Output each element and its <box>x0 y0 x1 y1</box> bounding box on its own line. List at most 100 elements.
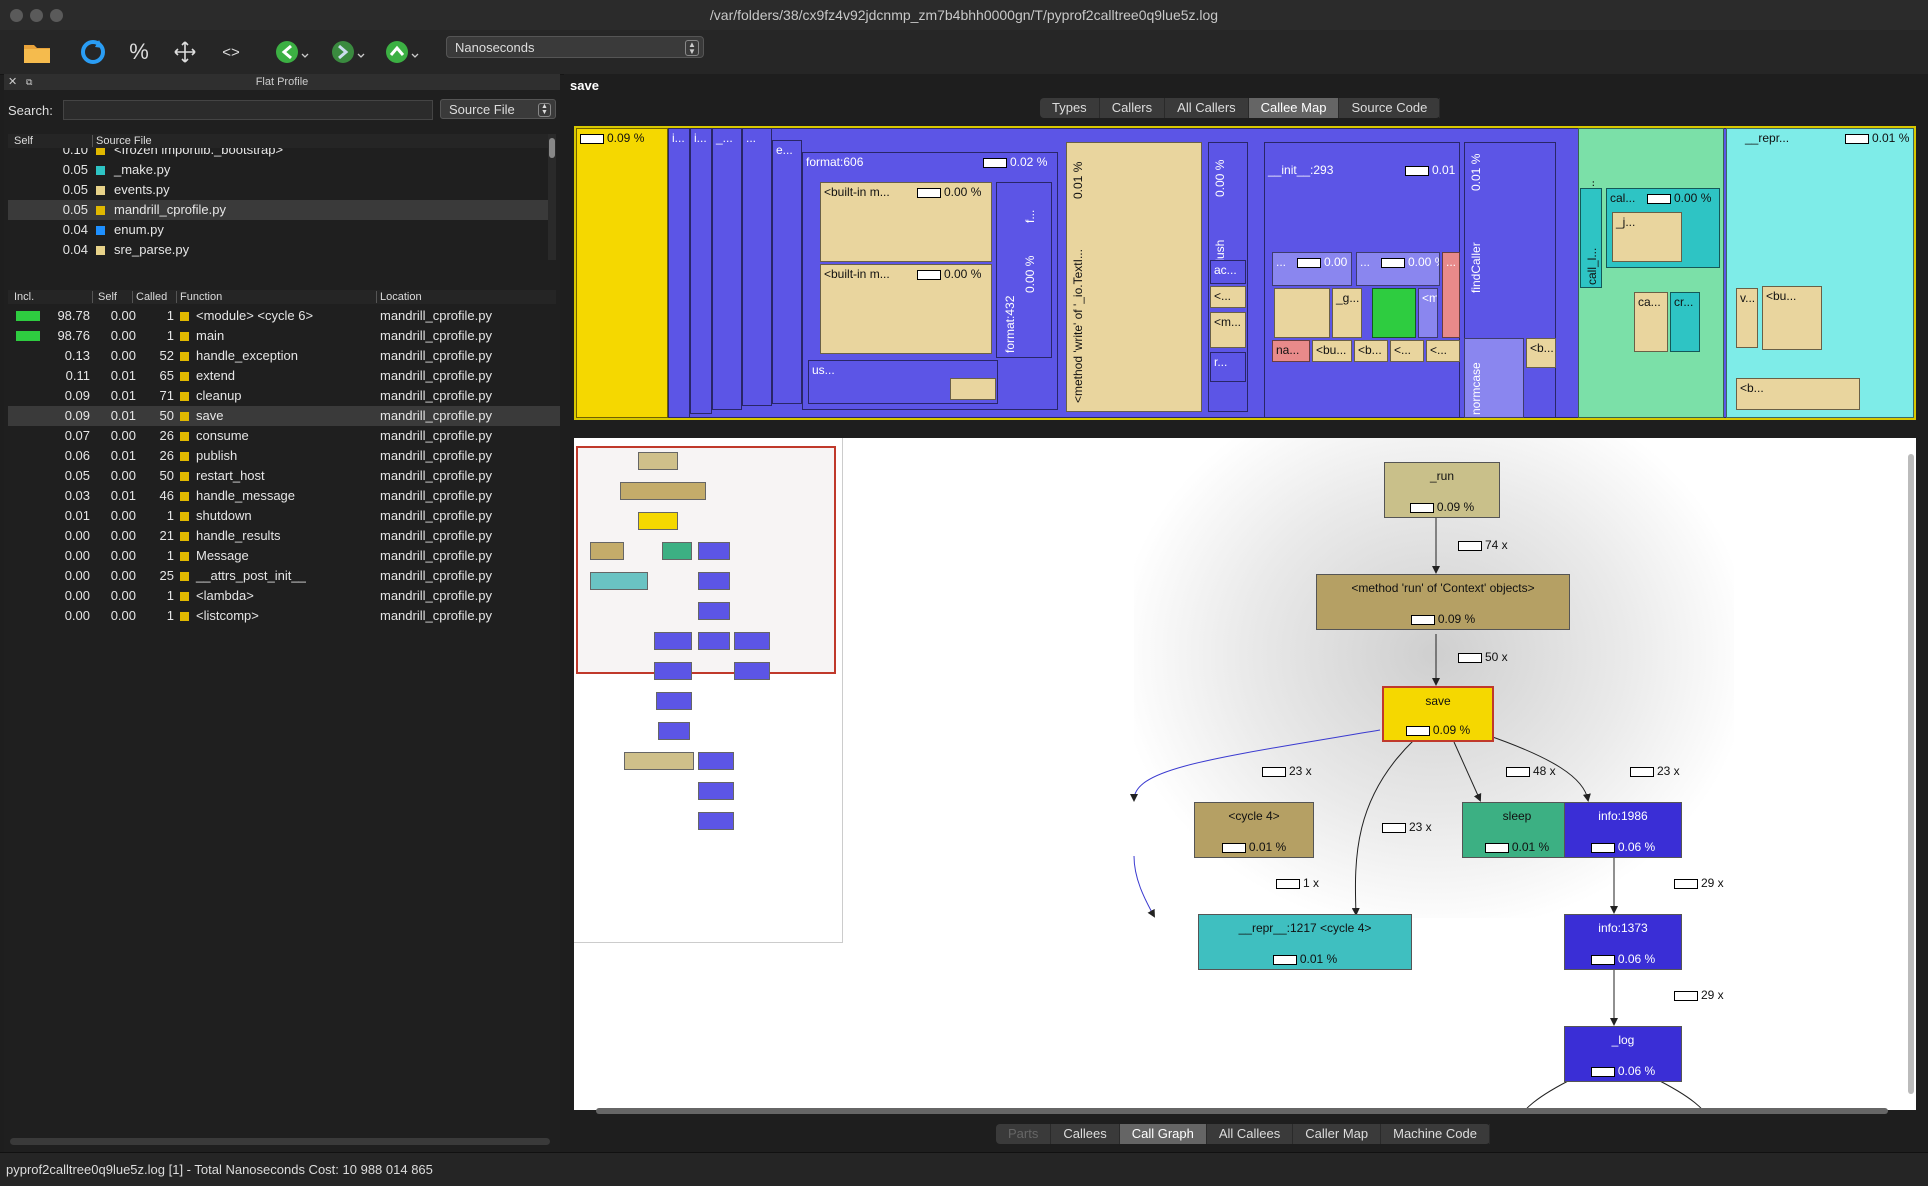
graph-node-log[interactable]: _log 0.06 % <box>1564 1026 1682 1082</box>
treemap-item[interactable]: <m... <box>1210 312 1246 348</box>
tab-types[interactable]: Types <box>1040 98 1100 118</box>
callee-map[interactable]: 0.09 % i... i... _... ... e... format:60… <box>574 126 1916 420</box>
open-folder-icon[interactable] <box>20 36 54 68</box>
relative-percent-toggle[interactable]: % <box>129 39 149 64</box>
treemap-builtin-1[interactable]: <built-in m... 0.00 % <box>820 182 992 262</box>
tab-callers[interactable]: Callers <box>1100 98 1166 118</box>
function-header[interactable]: Function <box>180 291 223 303</box>
group-self-header[interactable]: Self <box>14 135 33 147</box>
treemap-item[interactable]: <... <box>1210 286 1246 308</box>
graph-node-run[interactable]: _run 0.09 % <box>1384 462 1500 518</box>
group-list-scrollbar[interactable] <box>548 134 556 260</box>
reload-icon[interactable] <box>76 36 110 68</box>
forward-arrow-icon[interactable] <box>330 36 366 68</box>
call-graph-hscrollbar[interactable] <box>596 1108 1888 1114</box>
float-dock-icon[interactable]: ⧉ <box>26 77 33 87</box>
graph-node-info1373[interactable]: info:1373 0.06 % <box>1564 914 1682 970</box>
treemap-item[interactable]: ca... <box>1634 292 1668 352</box>
zoom-window-button[interactable] <box>50 9 63 22</box>
graph-node-sleep[interactable]: sleep 0.01 % <box>1462 802 1572 858</box>
back-arrow-icon[interactable] <box>274 36 310 68</box>
graph-node-save[interactable]: save 0.09 % <box>1382 686 1494 742</box>
group-by-select[interactable]: Source File ▲▼ <box>440 99 556 119</box>
graph-node-context-run[interactable]: <method 'run' of 'Context' objects> 0.09… <box>1316 574 1570 630</box>
treemap-item[interactable]: ...0.00 % <box>1272 252 1352 286</box>
treemap-item[interactable]: i... <box>668 128 690 418</box>
treemap-repr[interactable]: __repr... 0.01 % <box>1726 128 1914 418</box>
treemap-item[interactable]: <bu... <box>1762 286 1822 350</box>
treemap-item[interactable]: cr... <box>1670 292 1700 352</box>
treemap-item[interactable]: <b... <box>1526 338 1556 368</box>
tab-machine-code[interactable]: Machine Code <box>1381 1124 1490 1144</box>
call-graph[interactable]: _run 0.09 % <method 'run' of 'Context' o… <box>574 438 1916 1110</box>
treemap-normcase[interactable]: normcase <box>1464 338 1524 418</box>
tab-parts[interactable]: Parts <box>996 1124 1052 1144</box>
tab-callee-map[interactable]: Callee Map <box>1248 98 1340 118</box>
event-type-select[interactable]: Nanoseconds ▲▼ <box>446 36 704 58</box>
treemap-item[interactable] <box>950 378 996 400</box>
up-arrow-icon[interactable] <box>384 36 420 68</box>
graph-node-repr1217[interactable]: __repr__:1217 <cycle 4> 0.01 % <box>1198 914 1412 970</box>
treemap-item[interactable]: _j... <box>1612 212 1682 262</box>
cycle-detection-toggle[interactable]: <> <box>222 43 240 61</box>
self-header[interactable]: Self <box>98 291 117 303</box>
treemap-root[interactable]: 0.09 % <box>576 128 668 418</box>
call-graph-vscrollbar[interactable] <box>1908 454 1914 1094</box>
treemap-item[interactable] <box>1274 288 1330 338</box>
treemap-item[interactable]: <b... <box>1354 340 1388 362</box>
tab-caller-map[interactable]: Caller Map <box>1293 1124 1382 1144</box>
search-input[interactable] <box>63 100 433 120</box>
treemap-item[interactable]: ... <box>742 128 772 406</box>
treemap-item[interactable]: i... <box>690 128 712 414</box>
call-graph-overview[interactable] <box>574 438 843 943</box>
treemap-write[interactable]: <method 'write' of '_io.TextI... 0.01 % <box>1066 142 1202 412</box>
treemap-item[interactable]: _g... <box>1332 288 1362 338</box>
treemap-green-block[interactable]: sl... <box>1578 128 1724 418</box>
treemap-item[interactable]: <b... <box>1736 378 1860 410</box>
treemap-item[interactable]: ... <box>1442 252 1460 338</box>
treemap-item[interactable]: <... <box>1390 340 1424 362</box>
move-arrows-icon[interactable] <box>170 36 200 68</box>
function-list-hscrollbar[interactable] <box>10 1138 550 1145</box>
graph-node-info1986[interactable]: info:1986 0.06 % <box>1564 802 1682 858</box>
minimize-window-button[interactable] <box>30 9 43 22</box>
close-dock-icon[interactable]: ✕ <box>8 76 18 88</box>
tab-callees[interactable]: Callees <box>1051 1124 1120 1144</box>
treemap-format432[interactable]: format:432 0.00 % f... <box>996 182 1052 358</box>
treemap-item[interactable]: ...0.00 % <box>1356 252 1440 286</box>
treemap-item[interactable]: _... <box>712 128 742 410</box>
treemap-item[interactable]: <bu... <box>1312 340 1352 362</box>
treemap-builtin-2[interactable]: <built-in m... 0.00 % <box>820 264 992 354</box>
close-window-button[interactable] <box>10 9 23 22</box>
treemap-call[interactable]: call_l... <box>1580 188 1602 288</box>
tab-call-graph[interactable]: Call Graph <box>1119 1124 1207 1144</box>
group-source-file-header[interactable]: Source File <box>96 135 152 147</box>
graph-node-cycle4[interactable]: <cycle 4> 0.01 % <box>1194 802 1314 858</box>
treemap-item[interactable]: na... <box>1272 340 1310 362</box>
called-header[interactable]: Called <box>136 291 168 303</box>
tab-all-callers[interactable]: All Callers <box>1165 98 1249 118</box>
treemap-item[interactable]: <m... <box>1418 288 1438 338</box>
treemap-item[interactable] <box>1372 288 1416 338</box>
treemap-item[interactable]: r... <box>1210 352 1246 382</box>
incl-header[interactable]: Incl. <box>14 291 35 303</box>
treemap-item[interactable]: v... <box>1736 288 1758 348</box>
treemap-item[interactable]: <... <box>1426 340 1460 362</box>
